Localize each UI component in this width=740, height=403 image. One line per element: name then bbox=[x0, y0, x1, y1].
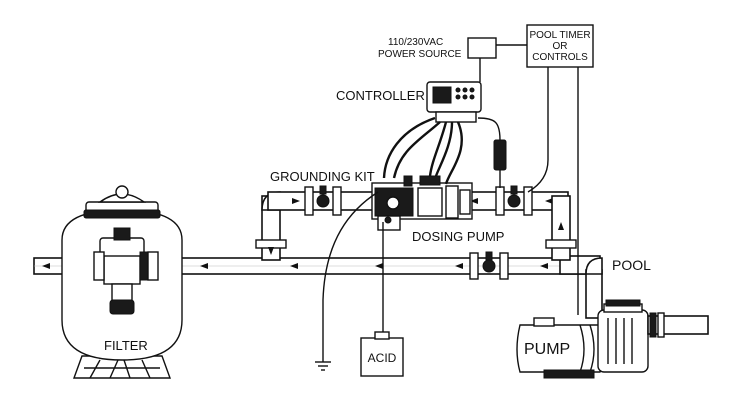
flow-arrows-main bbox=[42, 263, 548, 269]
controller-cables bbox=[382, 116, 507, 188]
acid-label: ACID bbox=[368, 351, 397, 365]
acid-container bbox=[360, 222, 404, 377]
power-source-label-line1: 110/230VAC bbox=[388, 37, 443, 48]
pump-icon bbox=[516, 257, 709, 379]
filter-icon bbox=[61, 185, 183, 379]
pool-timer-label-line1: POOL TIMER bbox=[529, 30, 590, 41]
dosing-pump-icon bbox=[371, 175, 473, 231]
power-source-label-line2: POWER SOURCE bbox=[378, 49, 462, 60]
bypass-valve-left-icon bbox=[304, 185, 342, 216]
pool-label: POOL bbox=[612, 257, 651, 273]
pool-timer-label-line2: OR bbox=[553, 41, 568, 52]
bypass-valve-right-icon bbox=[495, 185, 533, 216]
filter-label: FILTER bbox=[104, 338, 148, 353]
controller-icon bbox=[426, 81, 482, 123]
controller-label: CONTROLLER bbox=[336, 88, 425, 103]
ground-symbol-icon bbox=[315, 361, 331, 371]
grounding-kit-label: GROUNDING KIT bbox=[270, 169, 375, 184]
main-valve-icon bbox=[482, 251, 496, 273]
pool-timer-label-line3: CONTROLS bbox=[532, 52, 588, 63]
power-source-icon bbox=[467, 37, 497, 82]
pool-timer-box bbox=[496, 24, 594, 315]
dosing-pump-label: DOSING PUMP bbox=[412, 229, 504, 244]
pump-label: PUMP bbox=[524, 341, 570, 358]
grounding-wire bbox=[315, 191, 379, 371]
